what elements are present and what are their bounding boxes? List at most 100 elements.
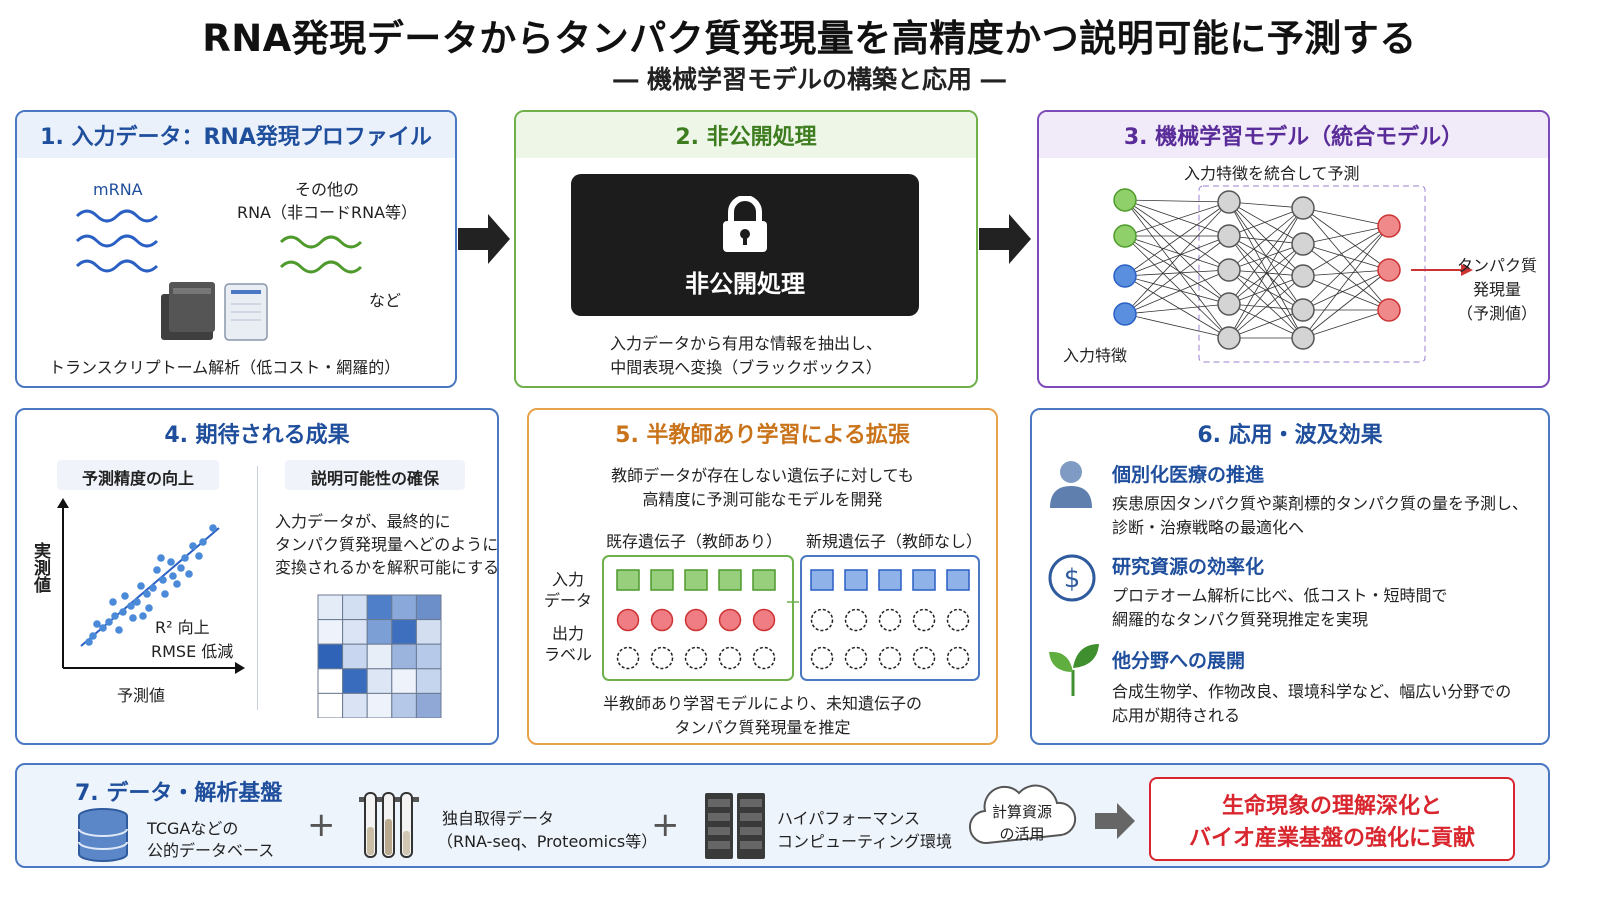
nn-connection [1228, 235, 1304, 245]
rmse-label: RMSE 低減 [151, 642, 234, 661]
heatmap-cell [391, 692, 417, 718]
scatter-point [145, 604, 153, 612]
nn-node [1291, 264, 1315, 288]
scatter-point [173, 580, 181, 588]
nn-connection [1228, 201, 1304, 339]
hpc-label-2: コンピューティング環境 [777, 832, 953, 851]
nn-connection [1302, 225, 1390, 311]
nn-connection [1124, 269, 1230, 277]
nn-connection [1124, 313, 1230, 339]
heatmap-cell [342, 643, 368, 670]
known-empty-circle [752, 646, 776, 670]
own-data-label-1: 独自取得データ [442, 809, 555, 828]
explain-desc-1: 入力データが、最終的に [275, 512, 451, 531]
new-empty-circle [912, 608, 936, 632]
new-input-square [912, 569, 936, 591]
app-desc-0-1: 疾患原因タンパク質や薬剤標的タンパク質の量を予測し、 [1112, 494, 1529, 513]
neural-network-diagram [1113, 185, 1473, 363]
nn-connection [1302, 207, 1390, 311]
input-feature-label: 入力特徴 [1063, 346, 1128, 365]
new-input-square [946, 569, 970, 591]
explain-title-bg [285, 460, 465, 490]
cloud-icon [969, 784, 1077, 845]
nn-connection [1228, 269, 1304, 339]
heatmap-cell [366, 643, 393, 670]
panel-heading: 1. 入力データ：RNA発現プロファイル [17, 112, 455, 158]
other-rna-wave-icon [279, 235, 363, 274]
nn-node [1377, 298, 1401, 322]
nn-connection [1302, 275, 1390, 311]
gene-grid [602, 555, 980, 681]
nn-connection [1124, 199, 1230, 203]
semi-intro-1: 教師データが存在しない遺伝子に対しても [611, 466, 914, 485]
heatmap-cell [415, 619, 442, 645]
nn-connection [1228, 201, 1304, 209]
scatter-point [161, 590, 169, 598]
nn-connection [1124, 235, 1230, 271]
known-input-square [718, 569, 742, 591]
nn-node [1217, 258, 1241, 282]
known-label-circle [650, 608, 674, 632]
output-row-label-2: ラベル [543, 645, 592, 664]
lock-icon [723, 196, 767, 252]
scatter-point [99, 624, 107, 632]
panel-input-data: 1. 入力データ：RNA発現プロファイル mRNA その他の RNA（非コードR… [15, 110, 457, 388]
accuracy-title-bg [57, 460, 219, 490]
scatter-point [111, 612, 119, 620]
nn-node [1377, 214, 1401, 238]
nn-connection [1302, 225, 1390, 339]
app-desc-0-2: 診断・治療戦略の最適化へ [1112, 518, 1305, 537]
known-input-square [616, 569, 640, 591]
black-box: 非公開処理 [571, 174, 919, 316]
nn-node [1217, 326, 1241, 350]
cloud-label-2: の活用 [999, 825, 1045, 843]
known-genes-label: 既存遺伝子（教師あり） [605, 532, 782, 551]
nn-connection [1124, 199, 1230, 271]
app-title-2: 他分野への展開 [1112, 650, 1246, 672]
cloud-label-1: 計算資源 [991, 803, 1052, 821]
database-icon [78, 808, 128, 862]
scatter-point [169, 572, 177, 580]
x-axis-arrowhead [235, 662, 245, 674]
nn-node [1377, 258, 1401, 282]
scatter-point [121, 592, 129, 600]
semi-footer-1: 半教師あり学習モデルにより、未知遺伝子の [602, 694, 923, 713]
nn-connection [1124, 201, 1230, 237]
heatmap-cell [317, 692, 344, 718]
dollar-icon: $ [1048, 554, 1096, 602]
nn-connection [1302, 225, 1390, 245]
nn-connection [1124, 275, 1230, 305]
heatmap-cell [391, 643, 417, 670]
nn-node [1217, 190, 1241, 214]
scatter-point [185, 570, 193, 578]
nn-connection [1302, 243, 1390, 311]
heatmap-cell [415, 643, 442, 670]
scatter-point [85, 638, 93, 646]
panel-private-processing: 2. 非公開処理 非公開処理 入力データから有用な情報を抽出し、 中間表現へ変換… [514, 110, 978, 388]
nn-connection [1124, 235, 1230, 339]
panel-expected-results: 4. 期待される成果 予測精度の向上 実測値 R² 向上 RMSE 低減 予測値… [15, 408, 499, 745]
nn-connection [1124, 235, 1230, 277]
nn-connection [1124, 201, 1230, 277]
transcriptome-caption: トランスクリプトーム解析（低コスト・網羅的） [49, 358, 401, 377]
new-input-square [810, 569, 834, 591]
result-line-1: 生命現象の理解深化と [1221, 794, 1442, 819]
known-label-circle [684, 608, 708, 632]
nn-node [1217, 224, 1241, 248]
nn-connection [1228, 243, 1304, 271]
sequencer-icon [161, 282, 268, 341]
nn-connection [1228, 309, 1304, 339]
known-label-circle [616, 608, 640, 632]
app-desc-1-2: 網羅的なタンパク質発現推定を実現 [1112, 610, 1369, 629]
nn-connection [1228, 275, 1304, 339]
nn-connection [1302, 269, 1390, 311]
heatmap-cell [366, 619, 393, 645]
heatmap-cell [317, 594, 344, 621]
output-label-1: タンパク質 [1456, 256, 1537, 275]
y-axis-arrowhead [57, 498, 69, 508]
nn-connection [1124, 199, 1230, 237]
server-icon [705, 793, 765, 859]
known-input-square [650, 569, 674, 591]
nn-node [1113, 302, 1137, 326]
hpc-label-1: ハイパフォーマンス [777, 809, 921, 828]
